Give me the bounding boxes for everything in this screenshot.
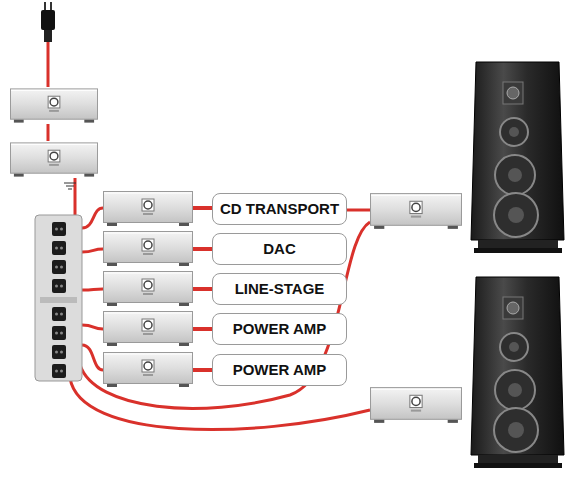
speaker — [471, 62, 564, 253]
component-label: DAC — [212, 233, 347, 265]
speaker — [471, 277, 564, 468]
power-conditioner — [10, 89, 97, 123]
power-filter — [104, 192, 193, 227]
component-name: CD TRANSPORT — [220, 201, 339, 218]
speaker-filter — [371, 388, 462, 423]
component-name: DAC — [263, 241, 296, 258]
power-strip — [35, 215, 82, 381]
component-label: POWER AMP — [212, 354, 347, 386]
component-label: LINE-STAGE — [212, 273, 347, 305]
speaker-filter — [371, 194, 462, 229]
ground-symbol — [64, 183, 76, 189]
power-filter — [104, 353, 193, 388]
component-label: POWER AMP — [212, 313, 347, 345]
component-name: POWER AMP — [233, 321, 327, 338]
power-filter — [104, 272, 193, 307]
component-name: LINE-STAGE — [235, 281, 325, 298]
power-filter — [104, 232, 193, 267]
power-plug — [41, 2, 55, 42]
power-filter — [104, 312, 193, 347]
component-name: POWER AMP — [233, 362, 327, 379]
power-conditioner — [10, 143, 97, 177]
component-label: CD TRANSPORT — [212, 193, 347, 225]
